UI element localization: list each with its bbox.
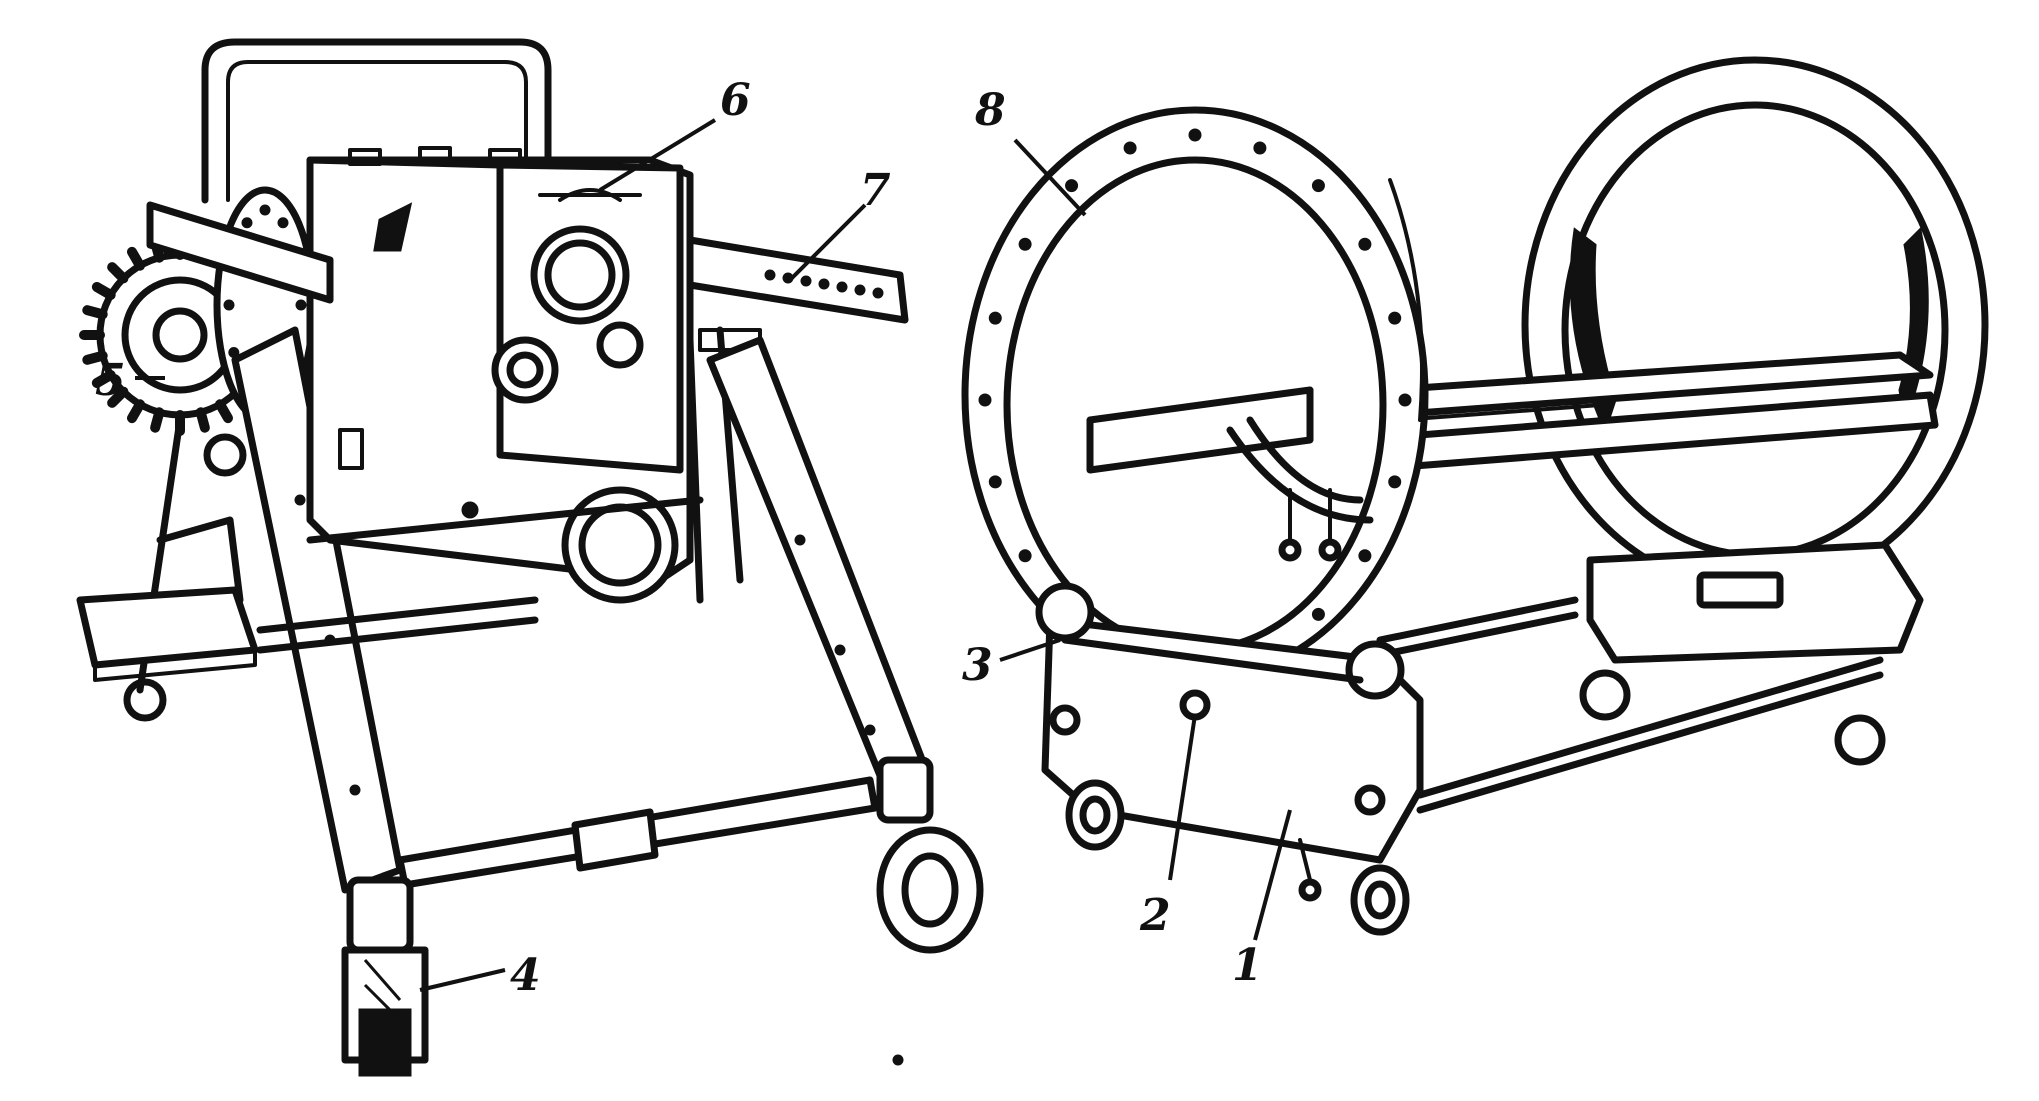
- gear-tooth: [127, 399, 145, 424]
- crank-lever: [156, 516, 244, 604]
- pedestal-plate: [76, 586, 259, 669]
- arm-hole: [294, 494, 306, 506]
- front-base-block: [1035, 582, 1424, 864]
- ring-bolt-hole: [1188, 128, 1202, 142]
- ring-bolt-hole: [988, 311, 1002, 325]
- rear-base: [1579, 541, 1924, 766]
- beam-hole: [764, 269, 776, 281]
- handle-loop: [201, 38, 552, 204]
- disc-hole: [295, 299, 307, 311]
- leader-2: [1168, 714, 1197, 881]
- front-ring: [961, 106, 1429, 684]
- beam-hole: [872, 287, 884, 299]
- disc-hole: [223, 299, 235, 311]
- front-casters: [1065, 779, 1410, 936]
- gear-tooth: [91, 370, 116, 388]
- callouts: 6 7 5 4 8 3 2 1: [95, 75, 1292, 1001]
- disc-hole: [241, 217, 253, 229]
- gear-tooth: [91, 282, 116, 300]
- callout-3: 3: [962, 640, 993, 691]
- callout-7: 7: [860, 165, 891, 216]
- rear-caster-left: [123, 678, 167, 722]
- callout-5: 5: [95, 355, 126, 406]
- gear-tooth: [127, 246, 145, 271]
- beam-hole: [836, 281, 848, 293]
- disc-hole: [228, 347, 240, 358]
- gear-tooth: [107, 262, 129, 284]
- ring-bolt-hole: [1065, 179, 1079, 193]
- ring-bolt-hole: [1018, 237, 1032, 251]
- ring-bolt-hole: [1388, 475, 1402, 489]
- disc-hole: [259, 204, 271, 216]
- ring-bolt-hole: [1358, 237, 1372, 251]
- callout-2: 2: [1139, 890, 1171, 941]
- beam-hole: [854, 284, 866, 296]
- ring-bolt-hole: [1253, 141, 1267, 155]
- ring-bolt-hole: [988, 475, 1002, 489]
- cross-rod-upper: [1376, 596, 1579, 644]
- front-caster-left: [341, 876, 429, 1077]
- leader-6: [598, 118, 717, 192]
- ring-bolt-hole: [1311, 179, 1325, 193]
- beam-hole: [800, 275, 812, 287]
- left-stand: [76, 38, 984, 1077]
- ring-bolt-hole: [1398, 393, 1412, 407]
- beam-hole: [818, 278, 830, 290]
- callout-6: 6: [720, 75, 751, 126]
- side-beam: [686, 236, 909, 324]
- cross-rod-lower: [1416, 656, 1884, 799]
- arm-hole: [834, 644, 846, 656]
- leader-3: [999, 638, 1061, 662]
- front-arm-right: [706, 336, 934, 804]
- arm-hole: [324, 634, 336, 646]
- rear-ring: [1521, 56, 1989, 594]
- leader-8: [1013, 138, 1087, 217]
- ring-bolt-hole: [1358, 549, 1372, 563]
- arm-hole: [349, 784, 361, 796]
- leader-7: [788, 203, 867, 282]
- ring-bolt-hole: [1388, 311, 1402, 325]
- gear-tooth: [107, 386, 129, 408]
- locking-pin: [1179, 689, 1211, 721]
- gearbox-housing: [306, 146, 694, 604]
- callout-1: 1: [1232, 940, 1263, 991]
- ring-bolt-hole: [1311, 607, 1325, 621]
- gear-tooth: [195, 407, 210, 433]
- ring-bolt-hole: [1018, 549, 1032, 563]
- gear-tooth: [82, 305, 108, 320]
- arm-hole: [794, 534, 806, 546]
- arm-hole: [864, 724, 876, 736]
- gear-tooth: [215, 399, 233, 424]
- leader-1: [1253, 809, 1292, 941]
- front-caster-right: [876, 756, 984, 954]
- ring-bolt-hole: [1123, 141, 1137, 155]
- gear-tooth: [150, 407, 165, 433]
- speck: [892, 1054, 904, 1066]
- callout-4: 4: [510, 950, 541, 1001]
- disc-hole: [277, 217, 289, 229]
- callout-8: 8: [974, 85, 1006, 136]
- right-stand: [961, 56, 1989, 936]
- ring-bolt-hole: [978, 393, 992, 407]
- leader-4: [419, 968, 506, 992]
- gear-tooth: [82, 350, 108, 365]
